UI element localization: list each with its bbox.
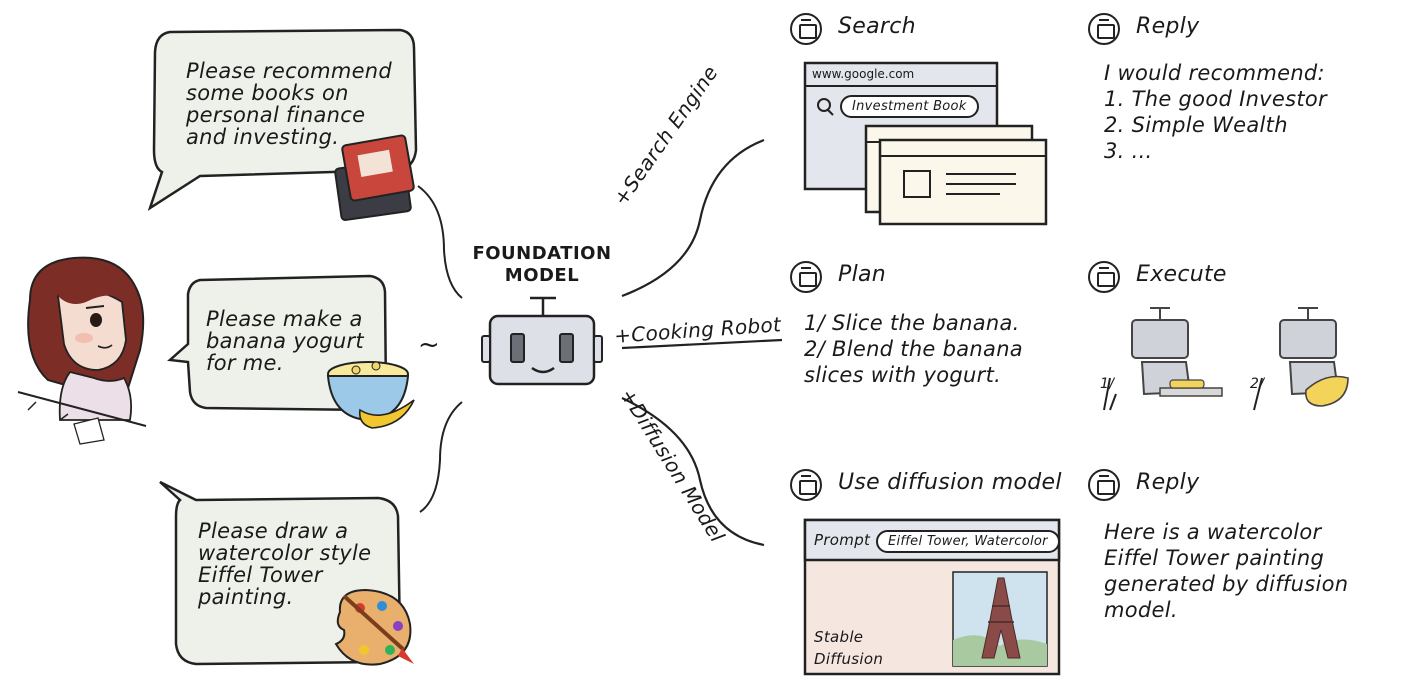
branch-search-line [621,138,765,298]
execute-step-2: 2/ [1250,376,1265,392]
step-plan-label: Plan [838,262,887,287]
cooking-plan-text: 1/ Slice the banana. 2/ Blend the banana… [804,311,1023,387]
step-search-label: Search [838,14,916,39]
robot-icon [790,13,822,45]
connector-top-left [417,185,463,299]
step-reply-label: Reply [1136,470,1200,495]
robot-icon [790,261,822,293]
prompt-painting-text: Please draw a watercolor style Eiffel To… [198,519,372,609]
search-query-box: Investment Book [840,95,979,118]
robot-icon [1088,469,1120,501]
woman-illustration [17,256,147,445]
robot-icon [1088,261,1120,293]
connector-bottom-left [419,401,463,513]
prompt-books-text: Please recommend some books on personal … [186,59,393,149]
diffusion-reply-text: Here is a watercolor Eiffel Tower painti… [1104,520,1349,622]
step-reply-label: Reply [1136,14,1200,39]
branch-diffusion-line [621,397,765,547]
search-reply-text: I would recommend: 1. The good Investor … [1104,61,1327,163]
prompt-yogurt-text: Please make a banana yogurt for me. [206,307,364,375]
yogurt-bowl-icon [326,361,415,429]
prompt-label: Prompt [814,531,871,549]
search-browser-windows [803,61,1048,226]
prompt-value-box: Eiffel Tower, Watercolor [876,530,1060,553]
tilde-connector: ~ [418,330,440,360]
robot-icon [790,469,822,501]
branch-cooking-line [621,338,783,350]
execute-robots-illustration [1103,307,1349,411]
step-execute-label: Execute [1136,262,1227,287]
foundation-robot-icon [481,296,603,386]
step-diffusion-label: Use diffusion model [838,470,1062,495]
books-icon [334,134,415,221]
execute-step-1: 1/ [1100,376,1115,392]
robot-icon [1088,13,1120,45]
foundation-model-title: FOUNDATION MODEL [472,243,612,286]
engine-label: Stable Diffusion [814,628,884,668]
palette-icon [334,588,414,666]
browser-url: www.google.com [812,67,915,81]
